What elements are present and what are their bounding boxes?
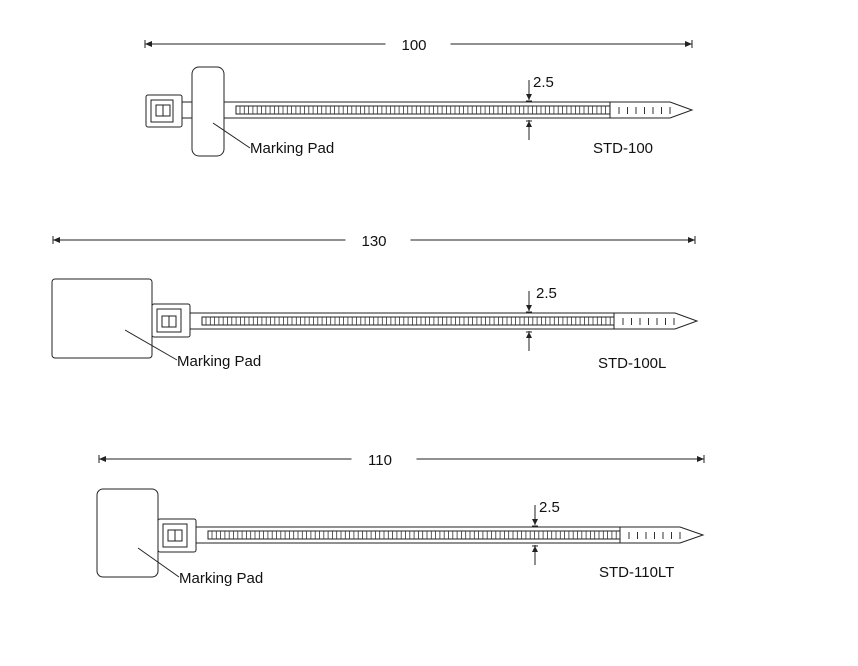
length-label: 110 — [368, 452, 392, 469]
thickness-label: 2.5 — [533, 74, 554, 91]
arrow-right-icon — [685, 41, 692, 47]
arrow-down-icon — [526, 94, 532, 100]
marking-pad — [96, 488, 159, 578]
arrow-left-icon — [53, 237, 60, 243]
strap — [224, 101, 694, 119]
leader-line — [212, 122, 251, 149]
arrow-up-icon — [532, 546, 538, 552]
tie-head-inner — [162, 523, 188, 548]
tail-ridges — [628, 532, 681, 539]
arrow-down-icon — [532, 519, 538, 525]
length-label: 130 — [361, 233, 386, 250]
arrow-up-icon — [526, 121, 532, 127]
arrow-right-icon — [688, 237, 695, 243]
arrow-right-icon — [697, 456, 704, 462]
marking-pad-label: Marking Pad — [177, 353, 261, 370]
tail-ridges — [618, 107, 671, 114]
length-label: 100 — [401, 37, 426, 54]
arrow-left-icon — [145, 41, 152, 47]
arrow-left-icon — [99, 456, 106, 462]
teeth-lines — [205, 317, 611, 325]
leader-line — [137, 547, 180, 578]
marking-pad-label: Marking Pad — [250, 140, 334, 157]
marking-pad-label: Marking Pad — [179, 570, 263, 587]
tie-head-inner — [156, 308, 182, 333]
tie-head-inner — [150, 99, 174, 123]
leader-line — [124, 329, 178, 361]
teeth-lines — [239, 106, 611, 114]
strap — [196, 526, 705, 544]
thickness-label: 2.5 — [536, 285, 557, 302]
marking-pad — [191, 66, 225, 157]
tail-ridges — [622, 318, 675, 325]
arrow-up-icon — [526, 332, 532, 338]
marking-pad — [51, 278, 153, 359]
model-label: STD-110LT — [599, 564, 674, 581]
thickness-label: 2.5 — [539, 499, 560, 516]
model-label: STD-100 — [593, 140, 653, 157]
model-label: STD-100L — [598, 355, 666, 372]
arrow-down-icon — [526, 305, 532, 311]
strap — [190, 312, 699, 330]
teeth-lines — [211, 531, 617, 539]
